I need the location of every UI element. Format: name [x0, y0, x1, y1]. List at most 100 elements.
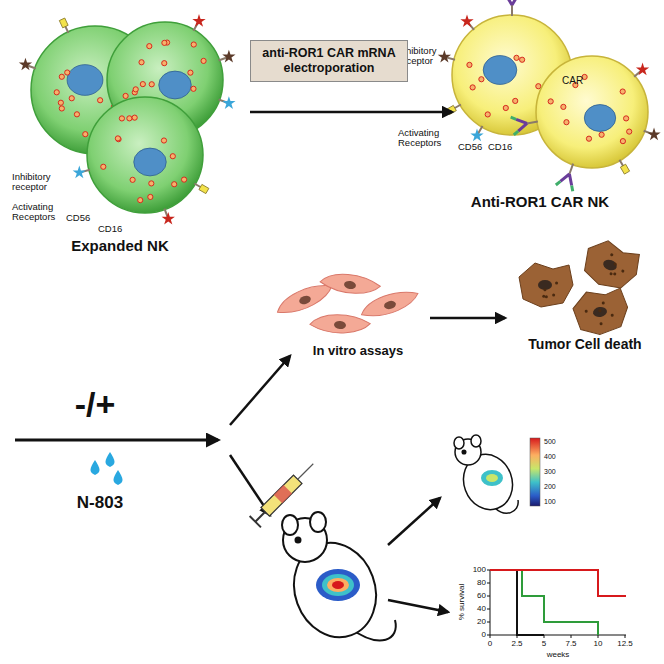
- illustration-part: [598, 635, 599, 638]
- illustration-part: [571, 285, 632, 338]
- illustration-part: [133, 87, 138, 92]
- box-text: anti-ROR1 CAR mRNA electroporation: [259, 46, 399, 76]
- illustration-part: [147, 44, 152, 49]
- illustration-part: [602, 301, 605, 304]
- illustration-part: [15, 112, 505, 612]
- illustration-part: [309, 312, 370, 335]
- illustration-part: [454, 437, 464, 449]
- illustration-part: [222, 96, 235, 109]
- illustration-part: [159, 71, 191, 99]
- tick-label: 2.5: [511, 640, 522, 649]
- receptor-label: Inhibitory receptor: [12, 172, 70, 193]
- illustration-part: [481, 470, 503, 486]
- illustration-part: [172, 182, 177, 187]
- illustration-part: [511, 5, 513, 16]
- tick-label: 200: [544, 483, 556, 491]
- illustration-part: [250, 111, 452, 114]
- illustration-part: [116, 137, 121, 142]
- illustration-part: [298, 294, 312, 306]
- illustration-part: [571, 285, 632, 338]
- illustration-part: [564, 120, 569, 125]
- illustration-part: [560, 172, 575, 186]
- illustration-part: [438, 50, 455, 63]
- illustration-part: [514, 55, 519, 60]
- illustration-part: [430, 317, 505, 320]
- illustration-part: [161, 138, 166, 143]
- illustration-part: [479, 77, 484, 82]
- illustration-part: [586, 136, 591, 141]
- illustration-part: [620, 89, 625, 94]
- illustration-part: [506, 0, 518, 5]
- illustration-part: [296, 538, 301, 543]
- illustration-part: [98, 98, 103, 103]
- illustration-part: [119, 116, 124, 121]
- tick-label: 100: [473, 566, 486, 575]
- illustration-part: [59, 18, 68, 33]
- illustration-part: [511, 115, 529, 135]
- illustration-part: [470, 129, 483, 142]
- illustration-part: [127, 116, 132, 121]
- illustration-part: [578, 235, 644, 295]
- illustration-part: [561, 104, 566, 109]
- illustration-part: [149, 82, 154, 87]
- illustration-part: [556, 164, 578, 192]
- illustration-part: [487, 570, 490, 571]
- illustration-part: [194, 184, 208, 194]
- illustration-part: [67, 65, 103, 96]
- illustration-part: [90, 452, 122, 485]
- illustration-part: [149, 181, 154, 186]
- outcome-label: Tumor Cell death: [528, 337, 641, 352]
- illustration-part: [621, 269, 625, 273]
- illustration-part: [73, 166, 86, 179]
- illustration-part: [544, 635, 545, 638]
- illustration-part: [513, 98, 518, 103]
- illustration-part: [487, 622, 490, 623]
- illustration-part: [490, 635, 626, 636]
- illustration-part: [192, 14, 205, 27]
- illustration-part: [460, 14, 474, 29]
- illustration-part: [219, 50, 236, 63]
- illustration-part: [192, 14, 205, 31]
- illustration-part: [316, 569, 360, 601]
- treatment-sign: -/+: [75, 386, 116, 423]
- illustration-part: [162, 61, 167, 66]
- illustration-part: [15, 439, 218, 442]
- illustration-part: [132, 115, 137, 120]
- illustration-part: [584, 105, 615, 132]
- illustration-part: [298, 464, 314, 480]
- illustration-part: [319, 270, 381, 298]
- illustration-part: [490, 570, 598, 635]
- illustration-part: [487, 570, 625, 638]
- illustration-part: [552, 293, 555, 296]
- illustration-part: [134, 148, 166, 176]
- illustration-part: [222, 50, 235, 63]
- illustration-part: [19, 0, 661, 225]
- illustration-part: [536, 84, 541, 89]
- illustration-part: [487, 583, 490, 584]
- illustration-part: [483, 56, 517, 85]
- illustration-part: [599, 322, 602, 325]
- illustration-part: [471, 435, 481, 447]
- tick-label: 0: [488, 640, 492, 649]
- illustration-part: [647, 128, 660, 141]
- illustration-part: [388, 498, 440, 545]
- illustration-part: [620, 164, 629, 174]
- illustration-part: [58, 100, 63, 105]
- illustration-part: [334, 320, 347, 329]
- illustration-part: [467, 62, 472, 67]
- illustration-part: [490, 635, 491, 638]
- illustration-part: [83, 132, 88, 137]
- illustration-part: [503, 0, 521, 16]
- illustration-part: [530, 438, 540, 506]
- illustration-part: [310, 512, 326, 532]
- illustration-part: [54, 90, 59, 95]
- illustration-part: [536, 56, 648, 168]
- illustration-part: [485, 112, 490, 117]
- illustration-part: [59, 18, 68, 28]
- marker-label: CD56: [66, 213, 90, 223]
- illustration-part: [332, 581, 344, 589]
- tick-label: 100: [544, 498, 556, 506]
- illustration-part: [490, 570, 626, 596]
- illustration-part: [170, 154, 175, 159]
